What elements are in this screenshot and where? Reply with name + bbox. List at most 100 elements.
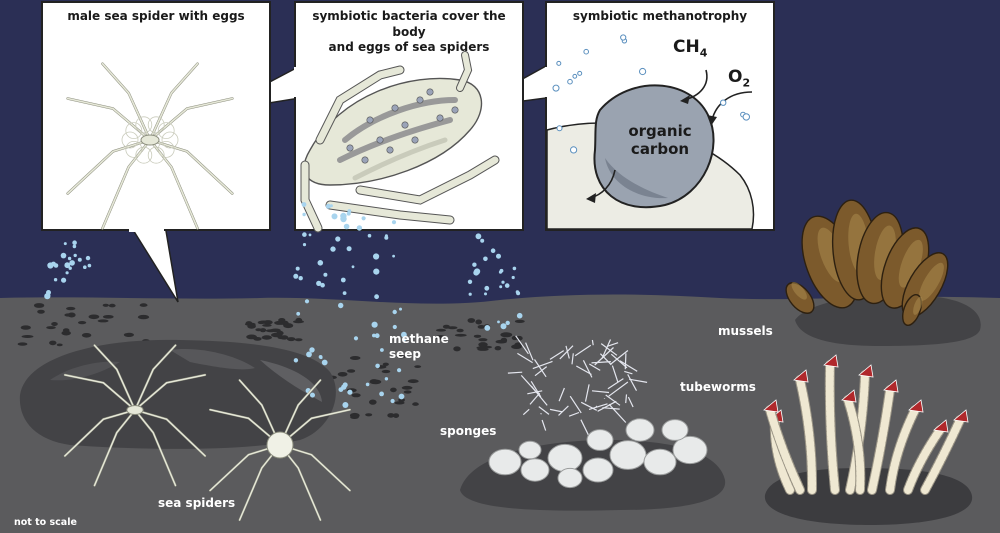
egg <box>125 140 143 158</box>
sponge-lump <box>609 440 647 470</box>
sponge-branch <box>565 345 570 359</box>
bubble <box>308 233 312 237</box>
sponge-branch <box>611 365 619 383</box>
bubble <box>398 393 405 400</box>
sponge-lump <box>586 429 614 451</box>
bubble <box>570 146 578 154</box>
sponge-lump <box>672 435 708 465</box>
spider-leg <box>149 139 199 230</box>
bubble <box>484 292 487 296</box>
pebble <box>102 303 109 307</box>
tube-rings <box>868 386 894 494</box>
pebble <box>270 328 281 333</box>
bubble <box>296 311 301 316</box>
bubble <box>372 333 376 338</box>
pebble <box>49 340 57 346</box>
bubble <box>302 232 307 237</box>
panel-left <box>41 1 271 231</box>
bubble <box>342 291 347 295</box>
sponge-branch <box>608 403 627 423</box>
oxygen-formula: O2 <box>728 67 750 89</box>
egg <box>157 140 175 158</box>
panel-right-title: symbiotic methanotrophy <box>572 9 748 23</box>
bubble <box>512 266 517 271</box>
bubble <box>365 382 370 387</box>
bubble <box>490 248 496 253</box>
panel-middle-title: symbiotic bacteria cover the body and eg… <box>295 9 523 56</box>
egg <box>157 122 175 140</box>
sponge-branch <box>599 353 612 366</box>
sea-spider-closeup <box>66 62 234 230</box>
pebble <box>351 393 361 398</box>
egg <box>121 131 139 149</box>
sponge-branch <box>549 408 563 413</box>
mussel-highlight <box>918 262 944 301</box>
bubble <box>484 285 490 291</box>
bubble <box>497 320 500 324</box>
pebble <box>347 369 356 373</box>
bubble <box>468 292 472 296</box>
pebble <box>97 319 109 323</box>
bubble <box>475 233 482 240</box>
pebble <box>394 401 405 405</box>
bacterium-dot <box>361 156 369 164</box>
spider-leg <box>279 379 322 446</box>
bacterium-dot <box>411 136 419 144</box>
bubble <box>500 323 507 330</box>
bubble <box>87 263 92 268</box>
bubble <box>293 273 299 279</box>
large-rock <box>19 339 336 449</box>
pebble <box>365 413 373 417</box>
bubble <box>340 212 347 220</box>
mussels-label: mussels <box>718 324 773 338</box>
tubeworm-plume <box>858 364 874 378</box>
bubble <box>567 78 573 85</box>
pebble <box>500 332 513 338</box>
sponge-lump <box>547 443 583 473</box>
bubble <box>67 256 72 261</box>
pebble <box>56 343 63 347</box>
sponge-branch <box>574 344 592 357</box>
pebble <box>414 365 422 368</box>
bubble <box>323 272 328 277</box>
sponge-branch <box>625 394 628 404</box>
bubble <box>309 347 315 353</box>
bubble <box>483 256 488 262</box>
mussel-highlight <box>898 239 923 288</box>
bubble <box>318 355 323 359</box>
egg <box>135 116 153 134</box>
pebble <box>369 379 379 385</box>
bacterium-cell <box>593 84 715 209</box>
sponge-branch <box>534 359 547 378</box>
pebble <box>253 337 262 341</box>
bubble <box>340 277 346 283</box>
pebble <box>37 309 45 314</box>
mussel-highlight <box>791 282 807 300</box>
pebble <box>261 335 272 340</box>
pebble <box>495 339 507 344</box>
sponge-branch <box>541 419 547 431</box>
pebble <box>247 323 256 329</box>
bubble <box>72 244 77 249</box>
bubble <box>390 398 395 404</box>
pebble <box>123 332 134 337</box>
tubeworm-plume <box>933 419 949 433</box>
pebble <box>514 319 525 323</box>
bubble <box>329 204 333 208</box>
pebble <box>17 342 28 346</box>
spider-leg <box>149 139 234 195</box>
pebble <box>390 387 397 393</box>
sponge-branch <box>607 378 624 390</box>
bubble <box>474 268 481 275</box>
spider-leg <box>238 379 281 446</box>
pebble <box>255 328 262 332</box>
methane-line1: methane <box>389 332 449 346</box>
bubble <box>583 48 590 55</box>
pebble <box>102 315 114 319</box>
bubble <box>77 257 82 262</box>
tube-rings <box>904 426 944 494</box>
bubble <box>384 377 389 381</box>
methane-formula: CH4 <box>673 37 707 59</box>
methane-bubbles <box>44 34 750 408</box>
pebble <box>435 335 446 340</box>
